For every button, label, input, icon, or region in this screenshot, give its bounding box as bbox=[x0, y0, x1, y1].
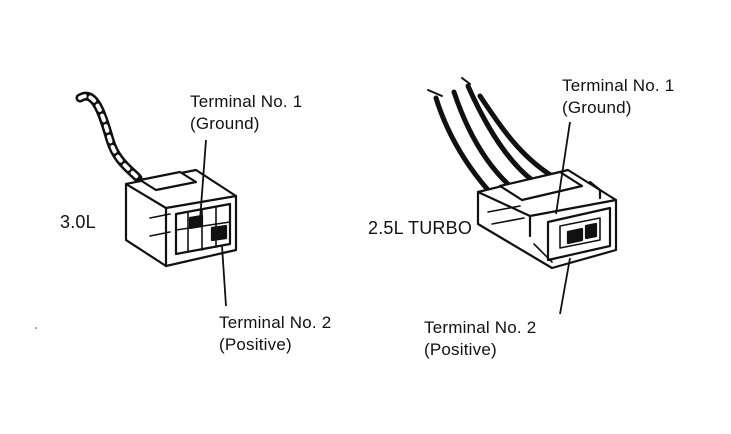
connector-body-3-0l bbox=[124, 168, 238, 268]
connector-3-0l bbox=[75, 91, 238, 268]
terminal-1-role-2-5l-turbo: (Ground) bbox=[562, 98, 632, 117]
connector-2-5l-turbo bbox=[427, 77, 618, 270]
terminal-2-role-2-5l-turbo: (Positive) bbox=[424, 340, 497, 359]
terminal-2-title-2-5l-turbo: Terminal No. 2 bbox=[424, 318, 537, 337]
scan-speck bbox=[35, 327, 37, 329]
leader-terminal-2-2-5l-turbo bbox=[559, 257, 571, 315]
terminal-2-title-3-0l: Terminal No. 2 bbox=[219, 313, 332, 332]
terminal-1-role-3-0l: (Ground) bbox=[190, 114, 260, 133]
leader-terminal-2-3-0l bbox=[221, 245, 227, 307]
terminal-1-title-2-5l-turbo: Terminal No. 1 bbox=[562, 76, 675, 95]
terminal-1-title-3-0l: Terminal No. 1 bbox=[190, 92, 303, 111]
leader-terminal-1-3-0l bbox=[199, 139, 207, 221]
wires-2-5l-turbo bbox=[433, 83, 555, 193]
engine-label-3-0l: 3.0L bbox=[60, 212, 96, 232]
terminal-2-role-3-0l: (Positive) bbox=[219, 335, 292, 354]
engine-label-2-5l-turbo: 2.5L TURBO bbox=[368, 218, 473, 238]
leader-terminal-1-2-5l-turbo bbox=[555, 121, 571, 215]
